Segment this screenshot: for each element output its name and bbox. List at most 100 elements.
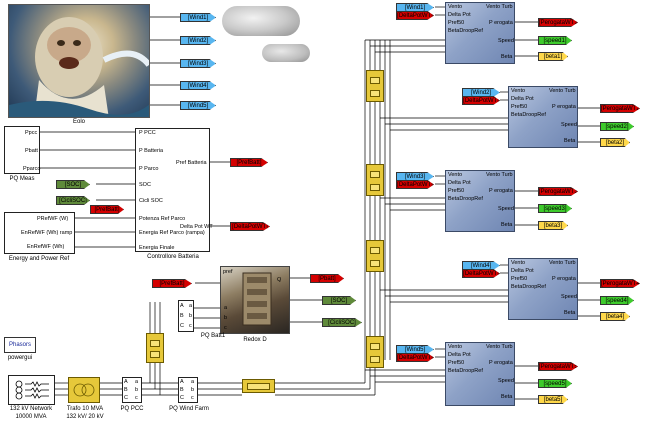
goto-wind2[interactable]: [Wind2]: [180, 36, 216, 45]
from-pref-batt[interactable]: [PrefBatt]: [152, 279, 192, 288]
controllore-batteria-block[interactable]: P PCC P Batteria P Parco SOC Cicli SOC P…: [135, 128, 210, 252]
wind-turbine-1-block[interactable]: Vento Delta Pot Pref50 BetaDroopRef Vent…: [445, 2, 515, 64]
pq-pcc-port-a: A: [124, 379, 128, 385]
goto-speed2[interactable]: [speed2]: [600, 122, 634, 131]
pq-wf-port-a: A: [180, 379, 184, 385]
trunk-meter-4[interactable]: [366, 336, 384, 368]
goto-speed4[interactable]: [speed4]: [600, 296, 634, 305]
goto-soc[interactable]: [SOC]: [322, 296, 356, 305]
goto-beta3[interactable]: [beta3]: [538, 221, 568, 230]
pq-pcc-port-c-out: c: [135, 395, 138, 401]
phasors-block[interactable]: Phasors: [4, 337, 36, 353]
t1-out-speed: Speed: [498, 38, 514, 44]
from-delta-pot-turbine2[interactable]: [DeltaPotWT]: [462, 96, 500, 105]
pq-pcc-block[interactable]: A B C a b c: [122, 377, 142, 403]
goto-speed3[interactable]: [speed3]: [538, 204, 572, 213]
goto-beta2[interactable]: [beta2]: [600, 138, 630, 147]
goto-p-erogata-wt4[interactable]: [PerogataWT4]: [600, 279, 640, 288]
goto-p-erogata-wt3[interactable]: [PerogataWT3]: [538, 187, 578, 196]
from-wind3-turbine3[interactable]: [Wind3]: [396, 172, 434, 181]
controller-in-energia-ref: Energia Ref Parco (rampa): [139, 230, 205, 236]
pq-wf-port-b: B: [180, 387, 184, 393]
t5-out-speed: Speed: [498, 378, 514, 384]
pq-meas-block[interactable]: Ppcc Pbatt Pparco: [4, 126, 40, 174]
from-delta-pot-turbine4[interactable]: [DeltaPotWT]: [462, 269, 500, 278]
pq-wind-farm-label: PQ Wind Farm: [164, 406, 214, 412]
t3-in-delta-pot: Delta Pot: [448, 180, 471, 186]
t4-out-vento-turb: Vento Turb: [549, 260, 576, 266]
trunk-meter-2[interactable]: [366, 164, 384, 196]
t4-in-beta-droop: BetaDroopRef: [511, 284, 546, 290]
goto-wind3[interactable]: [Wind3]: [180, 59, 216, 68]
trunk-meter-1[interactable]: [366, 70, 384, 102]
pq-batt1-port-b: B: [180, 313, 184, 319]
line-block[interactable]: [242, 379, 275, 393]
goto-wind4[interactable]: [Wind4]: [180, 81, 216, 90]
pq-batt1-port-c-out: c: [189, 323, 192, 329]
pq-meas-port-pparco: Pparco: [23, 166, 40, 172]
pq-pcc-port-b-out: b: [135, 387, 138, 393]
goto-delta-pot-wt[interactable]: [DeltaPotWT]: [230, 222, 270, 231]
goto-speed5[interactable]: [speed5]: [538, 379, 572, 388]
pq-batt1-label: PQ Batt1: [196, 333, 230, 339]
from-cicli-soc-tag[interactable]: [CicliSOC]: [56, 196, 90, 205]
t5-in-vento: Vento: [448, 344, 462, 350]
goto-beta1[interactable]: [beta1]: [538, 52, 568, 61]
pq-wind-farm-block[interactable]: A B C a b c: [178, 377, 198, 403]
redox-port-a: a: [224, 305, 227, 311]
goto-speed1[interactable]: [speed1]: [538, 36, 572, 45]
wind-god-illustration: [9, 5, 150, 118]
from-soc-tag[interactable]: [SOC]: [56, 180, 90, 189]
battery-branch-meter[interactable]: [146, 333, 164, 363]
t4-in-pref50: Pref50: [511, 276, 527, 282]
goto-wind5[interactable]: [Wind5]: [180, 101, 216, 110]
t4-out-beta: Beta: [564, 310, 575, 316]
t1-in-vento: Vento: [448, 4, 462, 10]
from-wind2-turbine2[interactable]: [Wind2]: [462, 88, 500, 97]
controller-in-potenza-ref: Potenza Ref Parco: [139, 216, 185, 222]
goto-wind1[interactable]: [Wind1]: [180, 13, 216, 22]
wind-turbine-2-block[interactable]: Vento Delta Pot Pref50 BetaDroopRef Vent…: [508, 86, 578, 148]
t4-in-vento: Vento: [511, 260, 525, 266]
wind-turbine-4-block[interactable]: Vento Delta Pot Pref50 BetaDroopRef Vent…: [508, 258, 578, 320]
eolo-label: Eolo: [8, 119, 150, 125]
transformer-icon: [69, 378, 99, 402]
t2-out-vento-turb: Vento Turb: [549, 88, 576, 94]
from-wind5-turbine5[interactable]: [Wind5]: [396, 345, 434, 354]
from-wind4-turbine4[interactable]: [Wind4]: [462, 261, 500, 270]
from-delta-pot-turbine1[interactable]: [DeltaPotWT]: [396, 11, 434, 20]
t2-out-beta: Beta: [564, 138, 575, 144]
goto-pref-batt[interactable]: [PrefBatt]: [230, 158, 268, 167]
goto-beta4[interactable]: [beta4]: [600, 312, 630, 321]
controllore-batteria-label: Controllore Batteria: [132, 254, 214, 260]
goto-pbatt[interactable]: [Pbatt]: [310, 274, 344, 283]
pq-pcc-port-c: C: [124, 395, 128, 401]
goto-beta5[interactable]: [beta5]: [538, 395, 568, 404]
t3-in-beta-droop: BetaDroopRef: [448, 196, 483, 202]
t3-in-vento: Vento: [448, 172, 462, 178]
goto-p-erogata-wt1[interactable]: [PerogataWT1]: [538, 18, 578, 27]
energy-power-ref-label: Energy and Power Ref: [0, 256, 78, 262]
wind-turbine-3-block[interactable]: Vento Delta Pot Pref50 BetaDroopRef Vent…: [445, 170, 515, 232]
from-delta-pot-turbine3[interactable]: [DeltaPotWT]: [396, 180, 434, 189]
eolo-image: [8, 4, 150, 118]
t1-out-p-erogata: P erogata: [489, 20, 513, 26]
goto-pref-batt-tag[interactable]: [PrefBatt]: [90, 205, 124, 214]
wind-turbine-5-block[interactable]: Vento Delta Pot Pref50 BetaDroopRef Vent…: [445, 342, 515, 406]
goto-p-erogata-wt5[interactable]: [PerogataWT5]: [538, 362, 578, 371]
pq-batt1-block[interactable]: A B C a b c: [178, 300, 194, 332]
trunk-meter-3[interactable]: [366, 240, 384, 272]
pq-wf-port-c: C: [180, 395, 184, 401]
t1-in-beta-droop: BetaDroopRef: [448, 28, 483, 34]
redox-battery-image[interactable]: pref Q a b c: [220, 266, 290, 334]
pq-pcc-port-a-out: a: [135, 379, 138, 385]
energy-power-ref-block[interactable]: PRefWF (W) EnRefWF (Wh) ramp EnRefWF (Wh…: [4, 212, 75, 254]
goto-p-erogata-wt2[interactable]: [PerogataWT2]: [600, 104, 640, 113]
trafo-block[interactable]: [68, 377, 100, 403]
goto-cicli-soc[interactable]: [CicliSOC]: [322, 318, 362, 327]
network-source-block[interactable]: [8, 375, 55, 405]
from-delta-pot-turbine5[interactable]: [DeltaPotWT]: [396, 353, 434, 362]
controller-in-pbatteria: P Batteria: [139, 148, 163, 154]
t5-out-vento-turb: Vento Turb: [486, 344, 513, 350]
from-wind1-turbine1[interactable]: [Wind1]: [396, 3, 434, 12]
